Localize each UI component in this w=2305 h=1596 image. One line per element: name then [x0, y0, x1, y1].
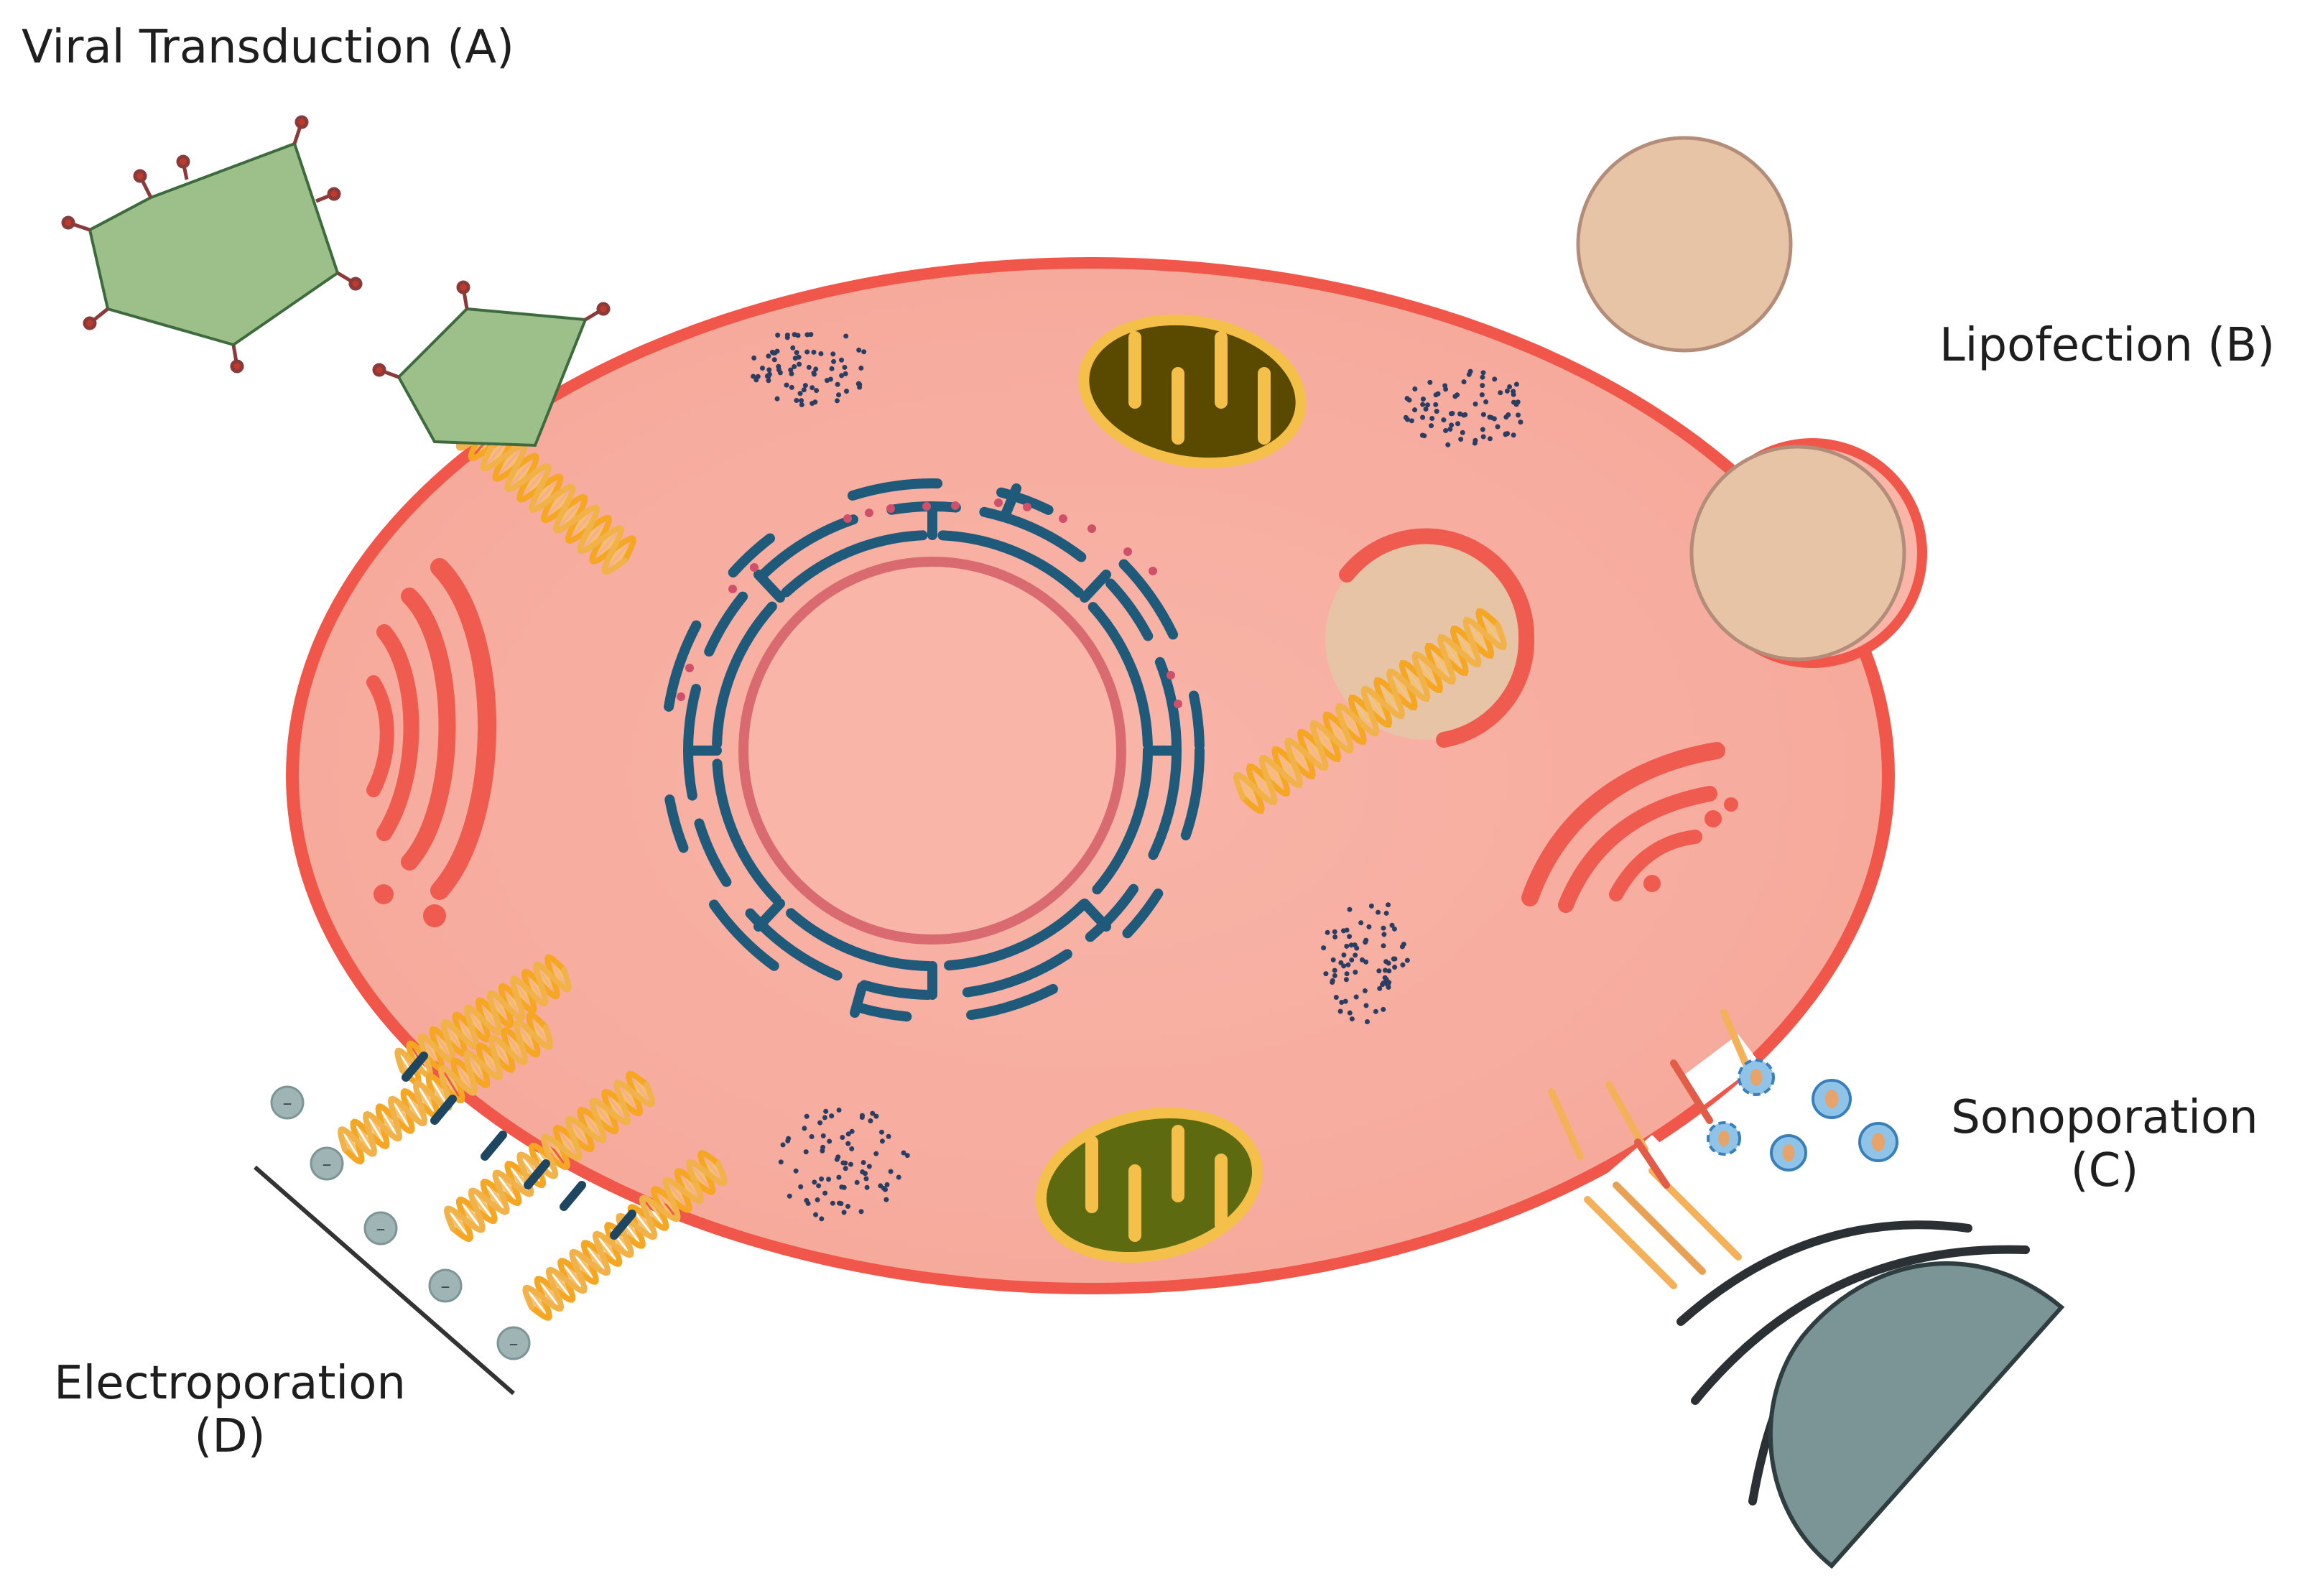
liposome-fusing [1689, 445, 1906, 662]
mitochondrion-bottom [1035, 1108, 1263, 1263]
dna-electro-1 [394, 954, 572, 1086]
ion-sign: – [376, 1218, 386, 1240]
dna-endosome [1233, 608, 1507, 815]
negative-ion [363, 1211, 398, 1245]
ultrasound-transducer [1768, 1261, 2065, 1569]
ion-sign: – [441, 1276, 450, 1297]
electrode-line [254, 1165, 515, 1396]
endoplasmic-reticulum [660, 478, 1205, 1023]
membrane-pores [402, 1052, 636, 1240]
label-electroporation-name: Electroporation [54, 1357, 406, 1410]
ion-sign: – [323, 1154, 332, 1175]
mitochondrion-top [1078, 314, 1307, 469]
negative-ion [270, 1085, 305, 1120]
golgi-right [1521, 742, 1738, 913]
negative-ion [428, 1268, 463, 1303]
label-sonoporation-name: Sonoporation [1951, 1091, 2258, 1144]
golgi-left [366, 558, 496, 927]
dna-electro-2 [338, 1011, 553, 1165]
dna-electro-4 [522, 1150, 728, 1321]
ribosomes [677, 498, 1182, 708]
viral-capsid-free [61, 115, 363, 374]
sonoporation [1548, 1009, 2065, 1569]
ion-sign: – [509, 1333, 519, 1355]
label-electroporation-letter: (D) [194, 1409, 266, 1463]
ribosome-clusters [751, 332, 1523, 1222]
ultrasound-rays [1548, 1009, 1749, 1289]
label-sonoporation-letter: (C) [2070, 1143, 2139, 1197]
label-electroporation: Electroporation (D) [29, 1357, 431, 1463]
ion-sign: – [283, 1092, 292, 1114]
nucleus-region [660, 478, 1205, 1023]
viral-capsid-entering [372, 280, 611, 447]
negative-ion [310, 1146, 344, 1181]
label-viral-transduction: Viral Transduction (A) [22, 21, 514, 74]
label-lipofection: Lipofection (B) [1939, 319, 2276, 372]
electroporation: – – – – – [254, 1052, 636, 1396]
nucleus [738, 557, 1126, 945]
label-sonoporation: Sonoporation (C) [1932, 1091, 2277, 1197]
negative-ion [496, 1326, 531, 1360]
negative-ions: – – – – – [270, 1085, 531, 1360]
microbubbles [1707, 1059, 1898, 1172]
liposome-free [1576, 136, 1793, 353]
dna-electro-3 [443, 1071, 656, 1242]
